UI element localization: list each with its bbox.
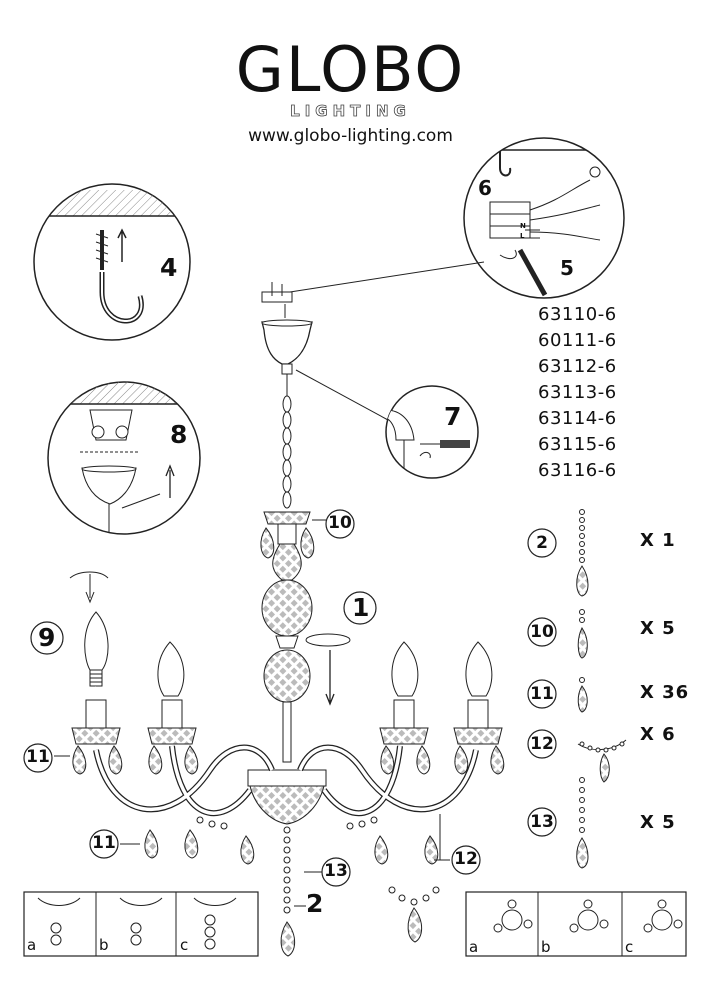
part-number: 12 [530,734,554,754]
part-number: 13 [530,812,554,832]
part-quantity: X 5 [640,618,676,639]
step-9-bulb-install [69,571,109,687]
part-number: 11 [530,684,554,704]
callout-11-bottom: 11 [92,833,116,853]
candle-holders [71,641,503,745]
step-8-label: 8 [170,420,188,449]
model-number: 63115-6 [538,434,617,455]
callout-10: 10 [328,513,352,533]
wire-live-label: L [520,232,525,240]
part-quantity: X 36 [640,682,690,703]
step-5-label: 5 [560,256,574,280]
model-number: 63110-6 [538,304,617,325]
step-8-canopy-mount-detail [47,381,201,535]
callout-11-top: 11 [26,747,50,767]
model-number: 63112-6 [538,356,617,377]
bottom-left-assembly-panel [23,891,259,957]
panel-right-a: a [469,938,479,956]
wire-neutral-label: N [520,222,526,230]
model-number: 63116-6 [538,460,617,481]
crystal-drops [72,527,505,957]
suspension-chain [282,374,292,509]
callout-2: 2 [306,889,324,918]
panel-left-a: a [27,936,37,954]
panel-right-c: c [625,938,634,956]
ceiling-canopy [261,319,313,375]
step-7-canopy-screw-detail [385,385,479,479]
part-quantity: X 5 [640,812,676,833]
part-quantity: X 6 [640,724,676,745]
bead-strings [196,816,440,914]
step-7-label: 7 [444,402,462,431]
bottom-right-assembly-panel [465,891,687,957]
callout-leaders [54,519,450,907]
step-1-label: 1 [352,593,370,622]
brand-logo: GLOBO [235,33,466,106]
part-quantity: X 1 [640,530,676,551]
step-1-rotate-arrow [305,633,351,706]
panel-right-b: b [541,938,551,956]
website-url[interactable]: www.globo-lighting.com [248,126,453,146]
model-number: 63113-6 [538,382,617,403]
step-4-hook-detail [33,183,191,341]
model-number: 60111-6 [538,330,617,351]
panel-left-c: c [180,936,189,954]
part-number: 10 [530,622,554,642]
brand-subline: LIGHTING [290,102,411,121]
chandelier-arms-inner [94,745,478,815]
part-number: 2 [536,533,548,553]
step-4-label: 4 [160,253,178,282]
callout-12: 12 [454,849,478,869]
step-6-label: 6 [478,176,492,200]
step-5-6-wiring-detail [463,137,625,299]
step-9-label: 9 [38,623,56,652]
callout-13: 13 [324,861,348,881]
chandelier-body [247,511,327,825]
callout-circles [23,509,557,887]
ceiling-bracket [261,282,293,318]
model-number: 63114-6 [538,408,617,429]
parts-list-drawings [576,509,627,869]
panel-left-b: b [99,936,109,954]
